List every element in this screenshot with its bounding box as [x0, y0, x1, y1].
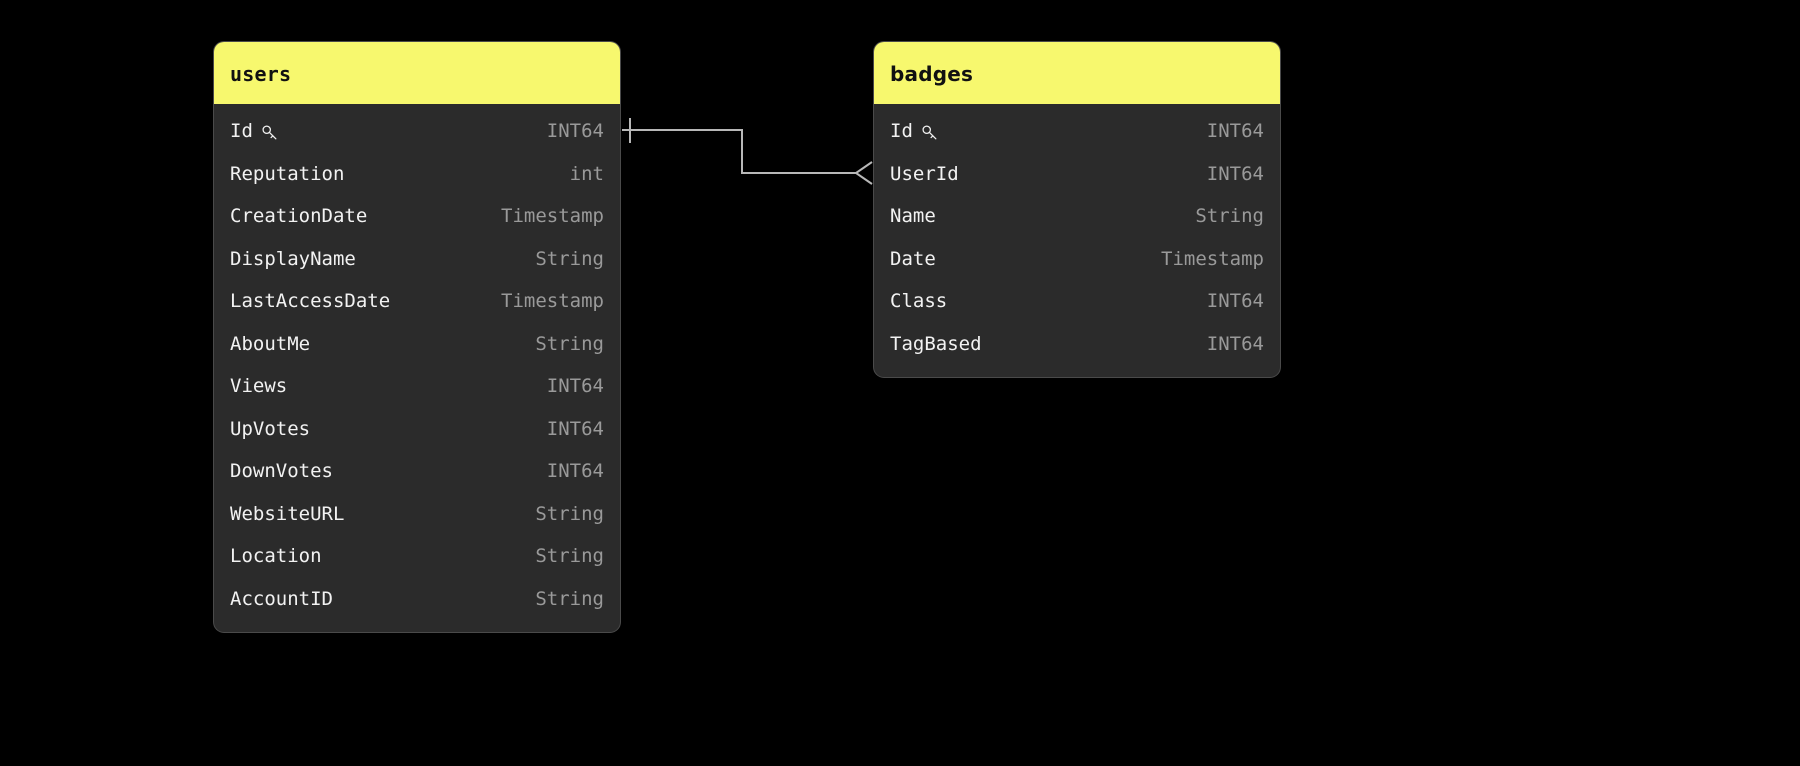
field-row-creationdate[interactable]: CreationDate Timestamp	[214, 195, 620, 238]
field-name-badges-id: Id	[890, 120, 939, 142]
field-row-displayname[interactable]: DisplayName String	[214, 238, 620, 281]
field-name-displayname: DisplayName	[230, 247, 356, 270]
field-row-downvotes[interactable]: DownVotes INT64	[214, 450, 620, 493]
table-fields-badges: Id INT64 UserId INT64 Name S	[874, 104, 1280, 377]
field-type-views: INT64	[546, 375, 604, 398]
cardinality-many-marker	[854, 161, 873, 185]
field-row-userid[interactable]: UserId INT64	[874, 153, 1280, 196]
field-name-id: Id	[230, 120, 279, 142]
field-type-id: INT64	[546, 120, 604, 143]
field-type-location: String	[535, 545, 604, 568]
field-type-reputation: int	[569, 162, 604, 185]
field-name-downvotes: DownVotes	[230, 460, 333, 483]
relationship-line	[622, 129, 856, 174]
field-type-lastaccessdate: Timestamp	[501, 290, 604, 313]
field-row-name[interactable]: Name String	[874, 195, 1280, 238]
field-type-name: String	[1195, 205, 1264, 228]
field-type-upvotes: INT64	[546, 417, 604, 440]
field-name-websiteurl: WebsiteURL	[230, 502, 345, 525]
field-name-creationdate: CreationDate	[230, 205, 368, 228]
field-name-lastaccessdate: LastAccessDate	[230, 290, 391, 313]
field-row-lastaccessdate[interactable]: LastAccessDate Timestamp	[214, 280, 620, 323]
field-row-upvotes[interactable]: UpVotes INT64	[214, 408, 620, 451]
field-row-badges-id[interactable]: Id INT64	[874, 110, 1280, 153]
field-row-class[interactable]: Class INT64	[874, 280, 1280, 323]
table-title-users: users	[214, 42, 620, 104]
table-title-badges: badges	[874, 42, 1280, 104]
key-icon	[260, 123, 279, 142]
table-fields-users: Id INT64 Reputation int CreationDate	[214, 104, 620, 632]
table-card-badges[interactable]: badges Id INT64 UserId INT6	[874, 42, 1280, 377]
field-name-name: Name	[890, 205, 936, 228]
field-name-accountid: AccountID	[230, 587, 333, 610]
field-row-websiteurl[interactable]: WebsiteURL String	[214, 493, 620, 536]
field-name-tagbased: TagBased	[890, 332, 982, 355]
field-name-reputation: Reputation	[230, 162, 345, 185]
field-type-websiteurl: String	[535, 502, 604, 525]
field-row-reputation[interactable]: Reputation int	[214, 153, 620, 196]
field-type-accountid: String	[535, 587, 604, 610]
field-row-id[interactable]: Id INT64	[214, 110, 620, 153]
key-icon	[920, 123, 939, 142]
field-row-tagbased[interactable]: TagBased INT64	[874, 323, 1280, 366]
field-type-date: Timestamp	[1161, 247, 1264, 270]
field-row-accountid[interactable]: AccountID String	[214, 578, 620, 621]
field-row-views[interactable]: Views INT64	[214, 365, 620, 408]
field-name-class: Class	[890, 290, 948, 313]
field-label: Id	[890, 120, 913, 143]
field-row-location[interactable]: Location String	[214, 535, 620, 578]
field-type-creationdate: Timestamp	[501, 205, 604, 228]
field-type-downvotes: INT64	[546, 460, 604, 483]
field-type-aboutme: String	[535, 332, 604, 355]
field-name-userid: UserId	[890, 162, 959, 185]
field-type-class: INT64	[1206, 290, 1264, 313]
field-type-badges-id: INT64	[1206, 120, 1264, 143]
field-row-date[interactable]: Date Timestamp	[874, 238, 1280, 281]
field-type-userid: INT64	[1206, 162, 1264, 185]
field-name-aboutme: AboutMe	[230, 332, 311, 355]
field-name-views: Views	[230, 375, 288, 398]
field-name-location: Location	[230, 545, 322, 568]
table-card-users[interactable]: users Id INT64 Reputation i	[214, 42, 620, 632]
field-label: Id	[230, 120, 253, 143]
field-type-displayname: String	[535, 247, 604, 270]
field-type-tagbased: INT64	[1206, 332, 1264, 355]
field-name-date: Date	[890, 247, 936, 270]
field-name-upvotes: UpVotes	[230, 417, 311, 440]
field-row-aboutme[interactable]: AboutMe String	[214, 323, 620, 366]
